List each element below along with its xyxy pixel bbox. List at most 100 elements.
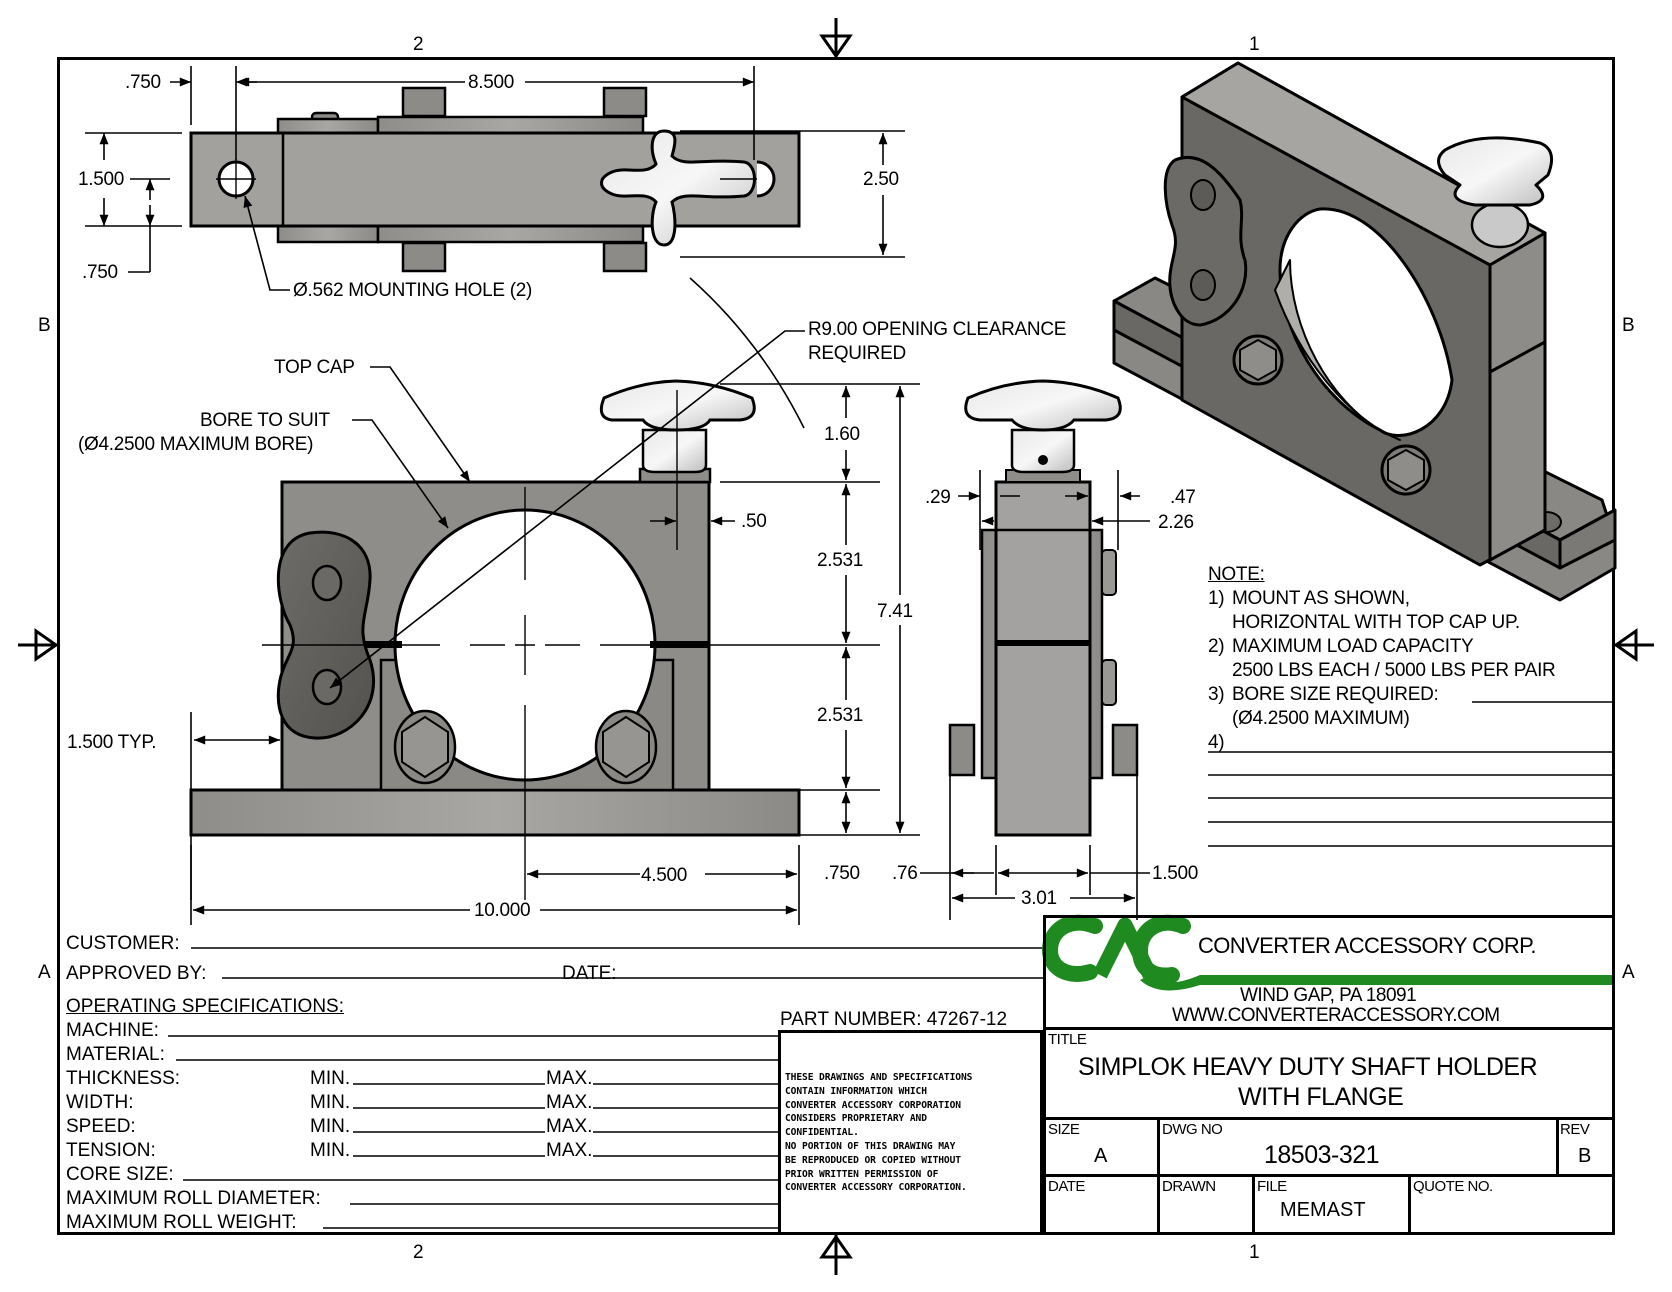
- material-field[interactable]: [176, 1042, 778, 1060]
- max-roll-weight-field[interactable]: [323, 1210, 778, 1228]
- core-size-label: CORE SIZE:: [66, 1164, 174, 1185]
- dim-knob-offset: .50: [741, 511, 767, 532]
- notice-line: NO PORTION OF THIS DRAWING MAY: [785, 1140, 956, 1152]
- notice-line: CONVERTER ACCESSORY CORPORATION.: [785, 1182, 967, 1194]
- side-view-dimensions: [920, 470, 1150, 920]
- tension-max-label: MAX.: [546, 1140, 593, 1161]
- callout-bore-line2: (Ø4.2500 MAXIMUM BORE): [78, 434, 314, 455]
- dim-top-left-offset: .750: [125, 72, 161, 93]
- thickness-max-field[interactable]: [593, 1066, 778, 1084]
- dim-center-to-end: 4.500: [641, 865, 688, 886]
- company-address: WIND GAP, PA 18091: [1240, 985, 1417, 1006]
- dim-hole-spacing: 8.500: [468, 72, 515, 93]
- zone-right-b: B: [1622, 315, 1635, 336]
- dim-overall-width: 3.01: [1021, 888, 1057, 909]
- customer-field[interactable]: [192, 930, 1042, 948]
- center-mark-left-icon: [18, 628, 59, 662]
- notice-line: CONVERTER ACCESSORY CORPORATION: [785, 1099, 961, 1111]
- dim-top-width: 1.500: [78, 169, 125, 190]
- zone-left-b: B: [38, 315, 51, 336]
- dim-body-width: 1.500: [1152, 863, 1199, 884]
- cac-logo-icon: [1041, 914, 1615, 991]
- core-size-field[interactable]: [183, 1162, 778, 1180]
- speed-min-field[interactable]: [353, 1114, 545, 1132]
- tension-min-field[interactable]: [353, 1138, 545, 1156]
- callout-mounting-hole: Ø.562 MOUNTING HOLE (2): [293, 280, 533, 301]
- material-label: MATERIAL:: [66, 1044, 165, 1065]
- width-min-label: MIN.: [310, 1092, 351, 1113]
- note-3-num: 3): [1208, 684, 1225, 705]
- dim-flange-typ: 1.500 TYP.: [67, 732, 157, 753]
- approval-date-field[interactable]: [625, 960, 1043, 978]
- approved-by-label: APPROVED BY:: [66, 963, 207, 984]
- date-label: DATE: [1048, 1178, 1085, 1195]
- drawing-title-line2: WITH FLANGE: [1238, 1083, 1404, 1111]
- notice-line: THESE DRAWINGS AND SPECIFICATIONS: [785, 1072, 973, 1083]
- zone-right-a: A: [1622, 962, 1635, 983]
- rev-label: REV: [1560, 1121, 1590, 1138]
- quote-label: QUOTE NO.: [1413, 1178, 1493, 1195]
- speed-max-field[interactable]: [593, 1114, 778, 1132]
- dwg-no-label: DWG NO: [1162, 1121, 1223, 1138]
- dim-top-hole-offset: .750: [82, 262, 118, 283]
- notice-line: BE REPRODUCED OR COPIED WITHOUT: [785, 1154, 961, 1166]
- file-label: FILE: [1257, 1178, 1287, 1195]
- machine-field[interactable]: [168, 1018, 778, 1036]
- company-website: WWW.CONVERTERACCESSORY.COM: [1172, 1005, 1500, 1026]
- side-view: [948, 379, 1139, 837]
- max-roll-weight-label: MAXIMUM ROLL WEIGHT:: [66, 1212, 297, 1233]
- note-2-line1: MAXIMUM LOAD CAPACITY: [1232, 636, 1474, 657]
- top-view: [189, 86, 801, 273]
- quote-cell[interactable]: [1408, 1174, 1615, 1235]
- dim-knob-span: 2.50: [863, 169, 899, 190]
- note-2-num: 2): [1208, 636, 1225, 657]
- callout-bore-line1: BORE TO SUIT: [200, 410, 330, 431]
- zone-left-a: A: [38, 962, 51, 983]
- note-2-line2: 2500 LBS EACH / 5000 LBS PER PAIR: [1232, 660, 1556, 681]
- notice-line: PRIOR WRITTEN PERMISSION OF: [785, 1168, 939, 1180]
- drawing-title-line1: SIMPLOK HEAVY DUTY SHAFT HOLDER: [1078, 1053, 1538, 1081]
- dim-bolt-offset: .76: [892, 863, 918, 884]
- max-roll-diameter-field[interactable]: [350, 1186, 778, 1204]
- dim-overall-length: 10.000: [474, 900, 531, 921]
- operating-specs-heading: OPERATING SPECIFICATIONS:: [66, 996, 344, 1017]
- dim-lower-half: 2.531: [817, 705, 864, 726]
- dim-knob-height: 1.60: [824, 424, 860, 445]
- note-3-input[interactable]: [1472, 700, 1612, 702]
- approved-by-field[interactable]: [222, 960, 562, 978]
- speed-min-label: MIN.: [310, 1116, 351, 1137]
- notes-heading: NOTE:: [1208, 564, 1265, 585]
- opening-clearance-arc: [689, 277, 805, 429]
- thickness-min-field[interactable]: [353, 1066, 545, 1084]
- width-min-field[interactable]: [353, 1090, 545, 1108]
- thickness-min-label: MIN.: [310, 1068, 351, 1089]
- notice-line: CONTAIN INFORMATION WHICH: [785, 1085, 927, 1097]
- size-label: SIZE: [1048, 1121, 1080, 1138]
- dim-right-lip: .47: [1170, 487, 1196, 508]
- file-value: MEMAST: [1280, 1199, 1366, 1221]
- zone-top-2: 2: [413, 34, 424, 55]
- dim-left-lip: .29: [925, 487, 951, 508]
- proprietary-notice: THESE DRAWINGS AND SPECIFICATIONS CONTAI…: [778, 1030, 1043, 1235]
- tension-max-field[interactable]: [593, 1138, 778, 1156]
- center-mark-right-icon: [1613, 628, 1654, 662]
- zone-bottom-2: 2: [413, 1242, 424, 1263]
- callout-top-cap: TOP CAP: [274, 357, 355, 378]
- company-name: CONVERTER ACCESSORY CORP.: [1198, 933, 1537, 958]
- zone-bottom-1: 1: [1249, 1242, 1260, 1263]
- note-1-num: 1): [1208, 588, 1225, 609]
- width-max-field[interactable]: [593, 1090, 778, 1108]
- width-max-label: MAX.: [546, 1092, 593, 1113]
- callout-clearance-line2: REQUIRED: [808, 343, 906, 364]
- form-lines: [168, 947, 1043, 1229]
- center-mark-bottom-icon: [819, 1234, 853, 1275]
- rev-value: B: [1578, 1145, 1592, 1167]
- approval-date-label: DATE:: [562, 963, 617, 984]
- dim-overall-height: 7.41: [877, 601, 913, 622]
- dim-base-thickness: .750: [824, 863, 860, 884]
- note-1-line1: MOUNT AS SHOWN,: [1232, 588, 1410, 609]
- note-4-num: 4): [1208, 732, 1225, 753]
- note-4-input[interactable]: [1230, 750, 1612, 752]
- machine-label: MACHINE:: [66, 1020, 159, 1041]
- title-label: TITLE: [1048, 1031, 1087, 1048]
